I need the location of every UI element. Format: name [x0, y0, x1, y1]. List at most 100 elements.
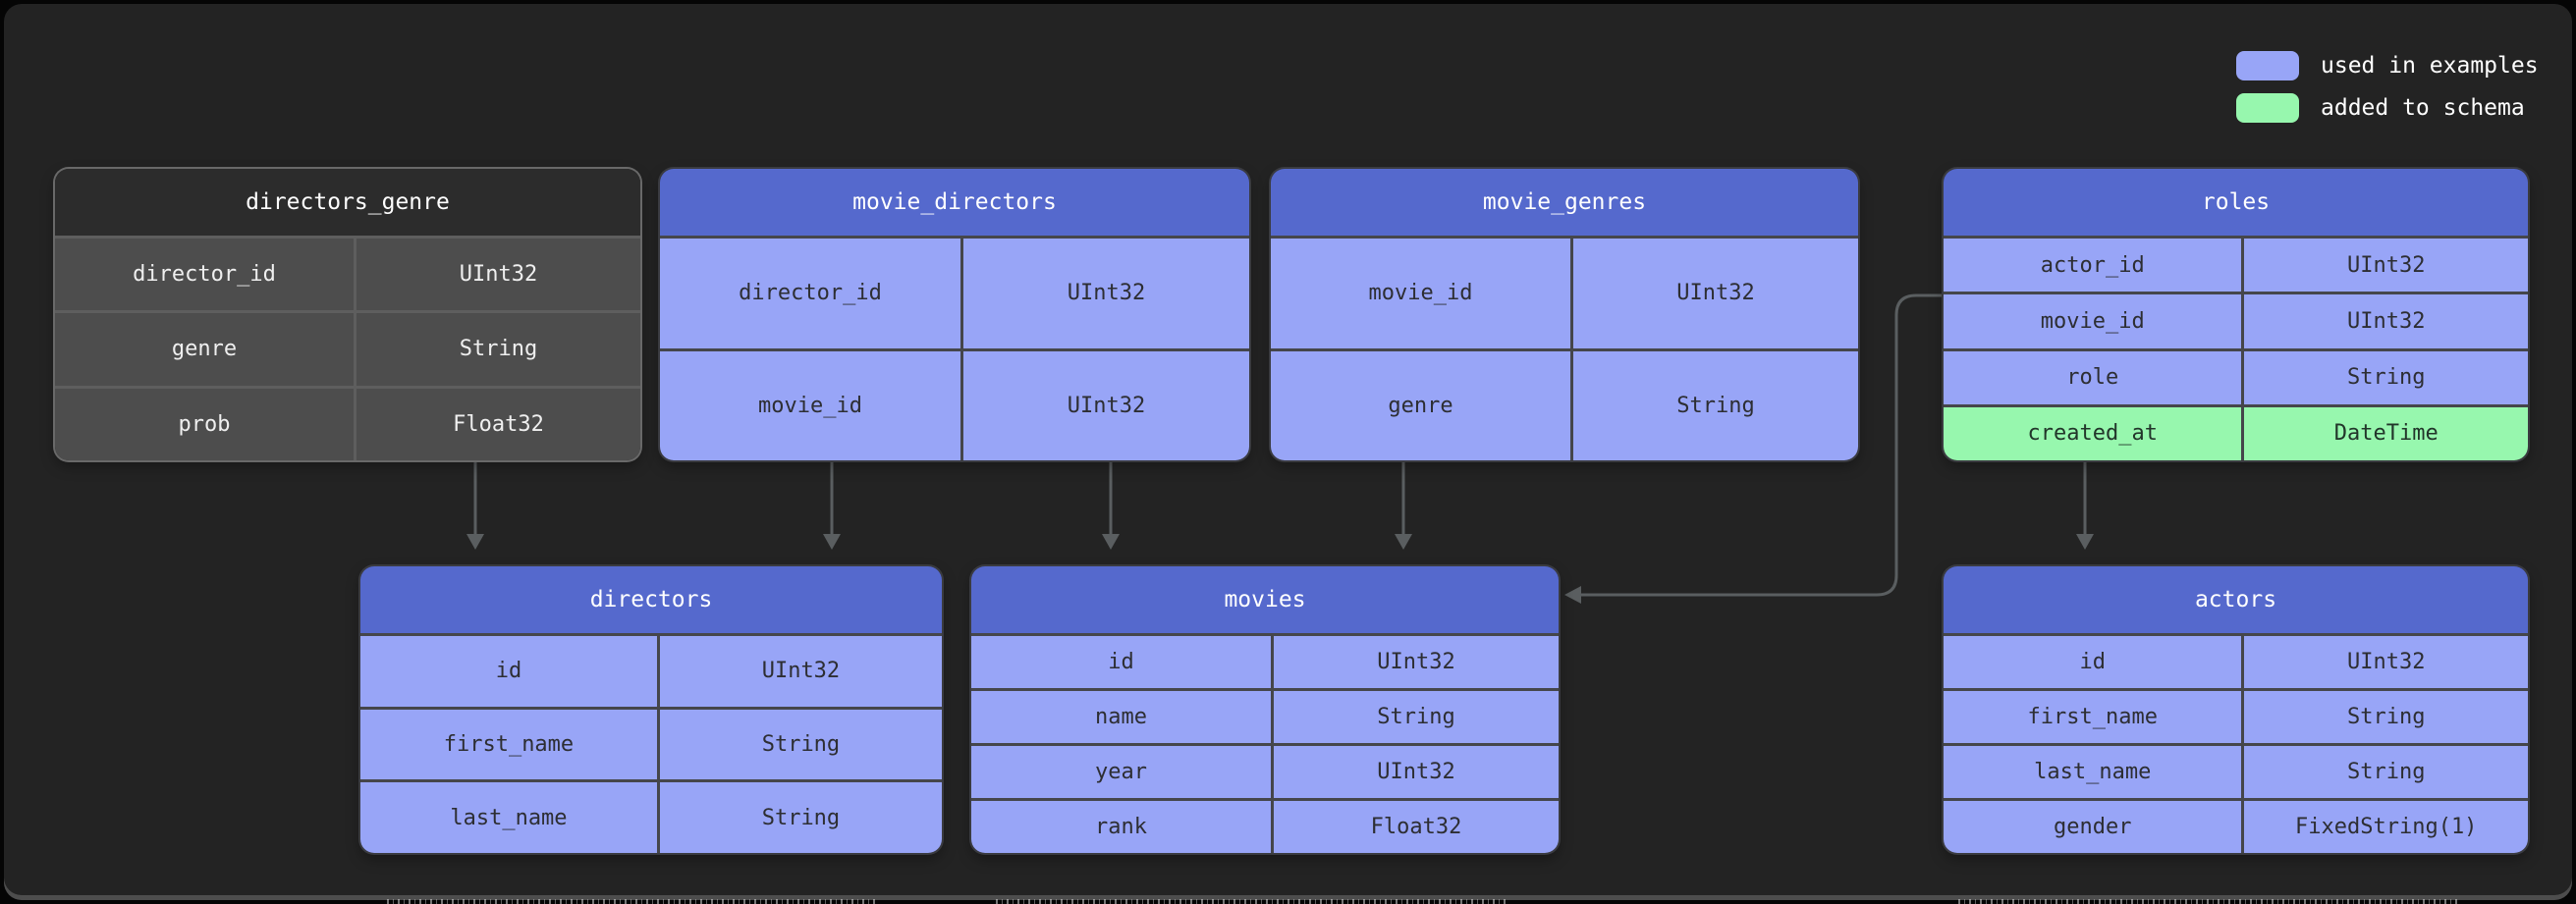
field-type: UInt32: [1377, 760, 1455, 784]
table-row: last_name String: [1944, 743, 2528, 798]
table-row: created_at DateTime: [1944, 403, 2528, 460]
field-name: genre: [1271, 350, 1573, 460]
table-row: id UInt32: [360, 633, 942, 707]
field-name: director_id: [55, 239, 356, 311]
table-row: movie_id UInt32: [1944, 292, 2528, 348]
field-name: id: [1944, 636, 2245, 688]
table-row: id UInt32: [1944, 633, 2528, 688]
table-row: movie_id UInt32: [1271, 236, 1858, 348]
table-row: actor_id UInt32: [1944, 236, 2528, 292]
field-type: UInt32: [1377, 650, 1455, 674]
field-name: role: [1944, 350, 2245, 404]
field-name: movie_id: [1271, 239, 1573, 348]
field-type: DateTime: [2333, 421, 2439, 447]
bottom-crop-artifact: [387, 899, 878, 904]
connector-directors-genre-to-directors: [466, 461, 484, 550]
field-name: first_name: [360, 709, 660, 780]
legend-item-used-in-examples: used in examples: [2236, 51, 2539, 80]
field-type: String: [459, 337, 538, 362]
legend-swatch-used-in-examples: [2236, 51, 2299, 80]
table-row: rank Float32: [971, 798, 1559, 853]
field-name: movie_id: [1944, 294, 2245, 348]
table-title-directors-genre: directors_genre: [55, 169, 640, 236]
field-name: last_name: [360, 782, 660, 853]
field-type: Float32: [453, 411, 544, 437]
connector-roles-to-actors: [2076, 461, 2094, 550]
field-type: UInt32: [2346, 650, 2426, 674]
connector-movie-genres-to-movies: [1395, 461, 1412, 550]
field-type: String: [2346, 365, 2426, 391]
field-name: name: [971, 691, 1274, 743]
table-row: first_name String: [1944, 688, 2528, 743]
bottom-crop-artifact: [1958, 899, 2459, 904]
field-type: String: [2346, 705, 2426, 729]
table-row: id UInt32: [971, 633, 1559, 688]
legend-swatch-added-to-schema: [2236, 93, 2299, 123]
legend-label: used in examples: [2321, 53, 2539, 79]
table-row: name String: [971, 688, 1559, 743]
field-type: UInt32: [1067, 281, 1146, 306]
field-name: rank: [971, 801, 1274, 853]
table-title-directors: directors: [360, 566, 942, 633]
table-title-movies: movies: [971, 566, 1559, 633]
table-row: role String: [1944, 347, 2528, 404]
table-row: gender FixedString(1): [1944, 798, 2528, 853]
field-name: gender: [1944, 801, 2245, 853]
field-name: first_name: [1944, 691, 2245, 743]
field-name: last_name: [1944, 746, 2245, 798]
table-row: director_id UInt32: [55, 236, 640, 311]
field-type: Float32: [1370, 815, 1462, 839]
field-type: FixedString(1): [2295, 815, 2478, 839]
legend-label: added to schema: [2321, 95, 2525, 121]
field-type: String: [761, 805, 841, 830]
table-row: prob Float32: [55, 385, 640, 460]
field-name: prob: [55, 388, 356, 460]
connector-movie-directors-to-directors: [823, 461, 841, 550]
table-row: director_id UInt32: [660, 236, 1249, 348]
field-type: UInt32: [1676, 281, 1755, 306]
field-name: id: [360, 636, 660, 707]
table-title-movie-genres: movie_genres: [1271, 169, 1858, 236]
table-row: genre String: [55, 310, 640, 386]
legend-item-added-to-schema: added to schema: [2236, 93, 2539, 123]
table-title-roles: roles: [1944, 169, 2528, 236]
field-name: genre: [55, 313, 356, 386]
field-name: id: [971, 636, 1274, 688]
legend: used in examples added to schema: [2236, 51, 2539, 135]
field-type: UInt32: [2346, 252, 2426, 278]
field-type: String: [2346, 760, 2426, 784]
table-title-movie-directors: movie_directors: [660, 169, 1249, 236]
field-name: created_at: [1944, 406, 2245, 460]
connector-movie-directors-to-movies: [1102, 461, 1120, 550]
table-row: last_name String: [360, 779, 942, 853]
field-type: UInt32: [761, 659, 841, 684]
field-type: UInt32: [2346, 308, 2426, 334]
field-type: String: [1377, 705, 1455, 729]
field-name: director_id: [660, 239, 963, 348]
field-name: movie_id: [660, 350, 963, 460]
bottom-crop-artifact: [996, 899, 1507, 904]
field-name: actor_id: [1944, 239, 2245, 292]
table-title-actors: actors: [1944, 566, 2528, 633]
field-type: UInt32: [459, 262, 538, 288]
table-body: director_id UInt32 genre String prob Float32: [55, 236, 640, 460]
